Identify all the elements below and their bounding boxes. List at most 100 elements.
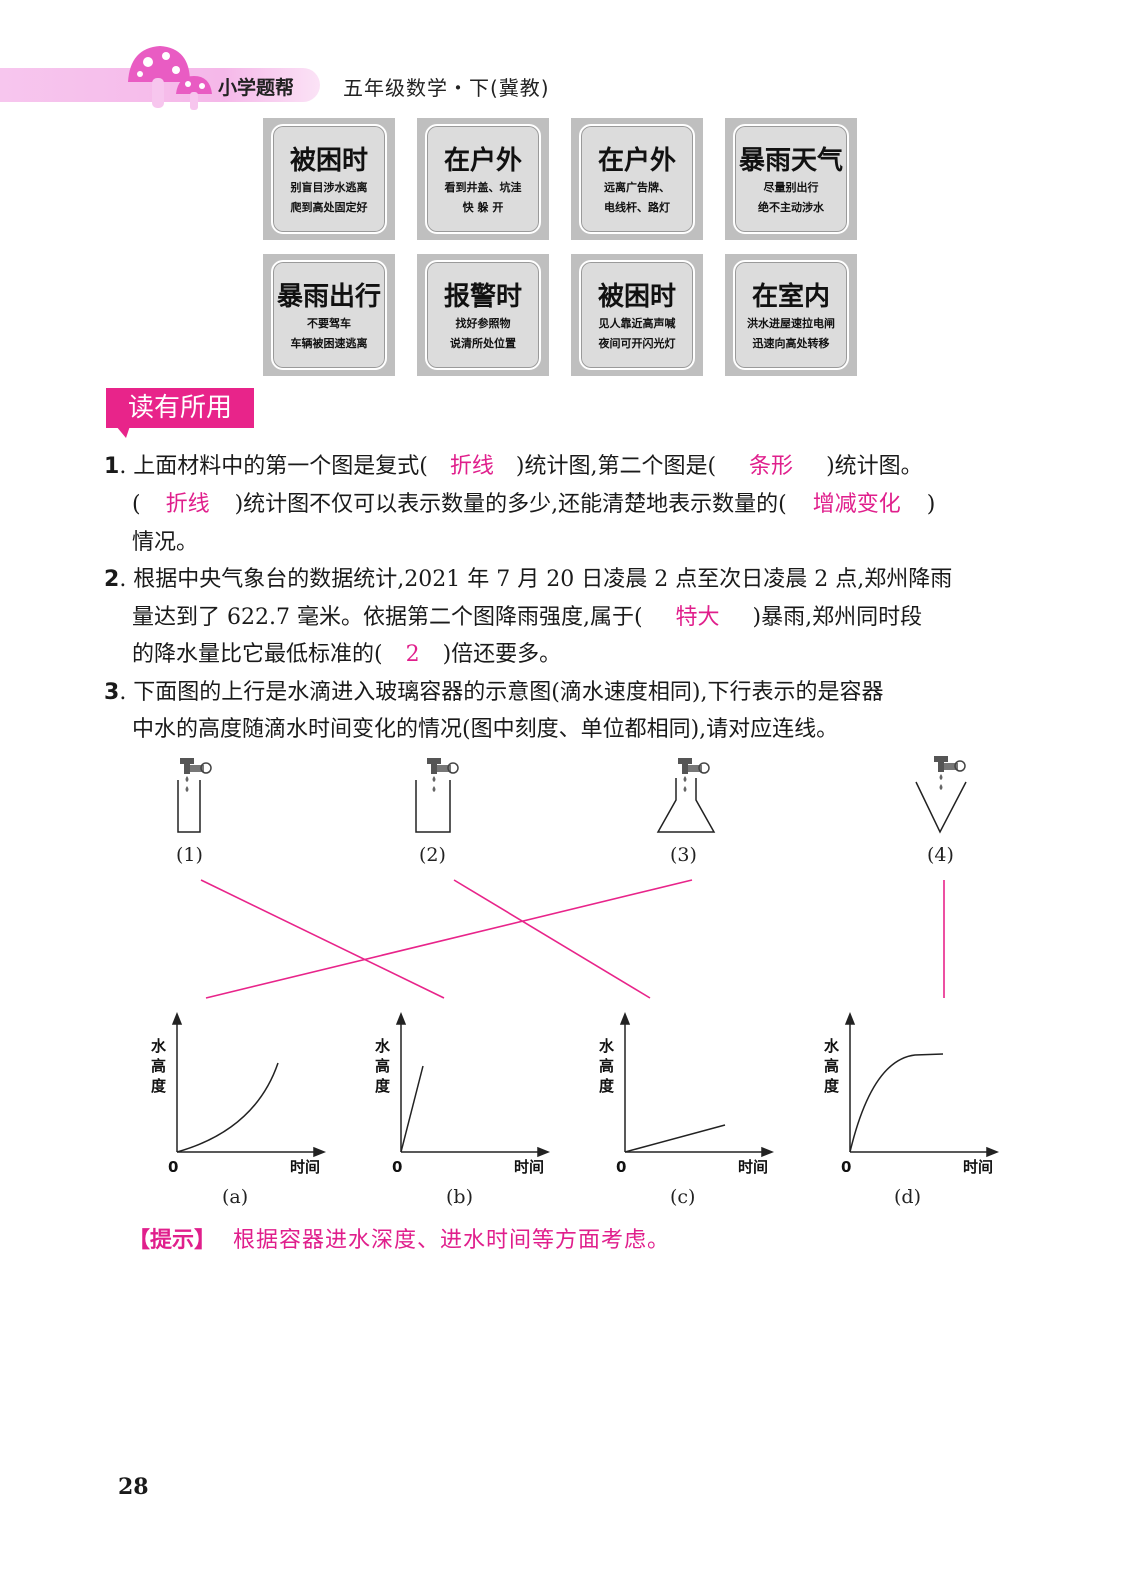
sign-card: 暴雨天气 尽量别出行 绝不主动涉水: [725, 118, 857, 240]
sign-text: 车辆被困速逃离: [290, 337, 368, 350]
sign-title: 暴雨天气: [738, 146, 843, 176]
sign-text: 迅速向高处转移: [752, 337, 830, 350]
origin-label: 0: [616, 1158, 626, 1176]
question-text: . 下面图的上行是水滴进入玻璃容器的示意图(滴水速度相同),下行表示的是容器: [119, 680, 884, 705]
x-label: 时间: [738, 1158, 768, 1176]
sign-title: 在室内: [751, 282, 830, 312]
question-text: 量达到了 622.7 毫米。依据第二个图降雨强度,属于(: [132, 605, 643, 630]
graph-a: [171, 1011, 327, 1158]
curve-d: [849, 1053, 944, 1153]
graph-label-d: (d): [894, 1186, 921, 1208]
sign-title: 暴雨出行: [276, 282, 381, 312]
matching-diagram: 水 高 度 0 时间 水 高 度 0 时间 水 高 度 0 时间 水 高 度 0…: [0, 740, 1129, 1220]
sign-card: 被困时 别盲目涉水逃离 爬到高处固定好: [263, 118, 395, 240]
sign-title: 在户外: [597, 146, 676, 176]
answer-blank[interactable]: 2: [405, 642, 420, 667]
answer-blank[interactable]: 条形: [749, 454, 794, 479]
graph-label-b: (b): [446, 1186, 473, 1208]
question-2-line-3: 的降水量比它最低标准的( 2 )倍还要多。: [132, 640, 561, 670]
question-text: 的降水量比它最低标准的(: [132, 642, 383, 667]
question-1-line-2: ( 折线 )统计图不仅可以表示数量的多少,还能清楚地表示数量的( 增减变化): [132, 490, 935, 520]
container-label-4: (4): [927, 844, 954, 866]
question-3-line-1: 3. 下面图的上行是水滴进入玻璃容器的示意图(滴水速度相同),下行表示的是容器: [104, 678, 883, 708]
y-label: 高: [375, 1057, 390, 1075]
match-line-1-b: [200, 879, 445, 999]
hint: 【提示】 根据容器进水深度、进水时间等方面考虑。: [128, 1222, 670, 1254]
question-text: (: [132, 492, 141, 517]
y-label: 高: [824, 1057, 839, 1075]
container-1-narrow-cylinder: [177, 757, 212, 833]
question-text: . 根据中央气象台的数据统计,2021 年 7 月 20 日凌晨 2 点至次日凌…: [119, 567, 953, 592]
x-label: 时间: [963, 1158, 993, 1176]
question-3-line-2: 中水的高度随滴水时间变化的情况(图中刻度、单位都相同),请对应连线。: [132, 717, 839, 742]
question-text: . 上面材料中的第一个图是复式(: [119, 454, 428, 479]
y-label: 水: [599, 1037, 615, 1055]
line-b: [400, 1065, 424, 1153]
graph-c: [619, 1011, 775, 1158]
origin-label: 0: [841, 1158, 851, 1176]
y-label: 度: [375, 1077, 391, 1095]
container-4-cone: [915, 755, 967, 834]
book-title: 五年级数学・下(冀教): [343, 76, 550, 100]
sign-card: 被困时 见人靠近高声喊 夜间可开闪光灯: [571, 254, 703, 376]
container-2-wide-cylinder: [415, 757, 459, 833]
section-tag: 读有所用: [106, 388, 254, 428]
sign-card: 暴雨出行 不要驾车 车辆被困速逃离: [263, 254, 395, 376]
question-1-line-3: 情况。: [132, 530, 199, 555]
question-text: )倍还要多。: [442, 642, 562, 667]
graph-b: [395, 1011, 551, 1158]
answer-blank[interactable]: 增减变化: [812, 492, 901, 517]
safety-sign-grid: 被困时 别盲目涉水逃离 爬到高处固定好 在户外 看到井盖、坑洼 快 躲 开 在户…: [263, 118, 863, 378]
match-line-3-a: [205, 879, 693, 999]
graph-label-c: (c): [670, 1186, 696, 1208]
answer-blank[interactable]: 特大: [675, 605, 720, 630]
answer-blank[interactable]: 折线: [449, 454, 494, 479]
question-text: )统计图不仅可以表示数量的多少,还能清楚地表示数量的(: [234, 492, 787, 517]
matching-diagram-svg: 水 高 度 0 时间 水 高 度 0 时间 水 高 度 0 时间 水 高 度 0…: [151, 755, 1000, 1176]
graph-d: [844, 1011, 1000, 1158]
match-line-2-c: [453, 879, 651, 999]
y-label: 高: [151, 1057, 166, 1075]
hint-key: 【提示】: [128, 1228, 217, 1253]
question-2-line-2: 量达到了 622.7 毫米。依据第二个图降雨强度,属于( 特大 )暴雨,郑州同时段: [132, 603, 922, 633]
container-label-1: (1): [176, 844, 203, 866]
sign-text: 电线杆、路灯: [604, 201, 670, 214]
sign-text: 洪水进屋速拉电闸: [747, 317, 835, 330]
sign-card: 报警时 找好参照物 说清所处位置: [417, 254, 549, 376]
sign-text: 看到井盖、坑洼: [444, 181, 522, 194]
sign-text: 夜间可开闪光灯: [598, 337, 676, 350]
sign-text: 说清所处位置: [450, 337, 516, 350]
question-text: )统计图,第二个图是(: [515, 454, 717, 479]
section-tag-tail: [116, 426, 130, 438]
sign-text: 远离广告牌、: [604, 181, 670, 194]
sign-text: 尽量别出行: [763, 181, 819, 194]
container-3-flask: [656, 757, 716, 833]
question-1-line-1: 1. 上面材料中的第一个图是复式( 折线 )统计图,第二个图是( 条形 )统计图。: [104, 452, 923, 482]
sign-text: 绝不主动涉水: [758, 201, 824, 214]
y-label: 高: [599, 1057, 614, 1075]
question-text: )暴雨,郑州同时段: [752, 605, 923, 630]
page-number: 28: [118, 1474, 149, 1500]
answer-blank[interactable]: 折线: [165, 492, 210, 517]
brand-name: 小学题帮: [218, 77, 295, 99]
y-label: 度: [151, 1077, 167, 1095]
question-text: )统计图。: [826, 454, 923, 479]
y-label: 水: [375, 1037, 391, 1055]
sign-title: 被困时: [597, 282, 676, 312]
sign-title: 被困时: [289, 146, 368, 176]
container-label-3: (3): [670, 844, 697, 866]
question-number: 2: [104, 567, 120, 592]
y-label: 水: [151, 1037, 167, 1055]
question-2-line-1: 2. 根据中央气象台的数据统计,2021 年 7 月 20 日凌晨 2 点至次日…: [104, 565, 952, 595]
y-label: 水: [824, 1037, 840, 1055]
sign-card: 在户外 看到井盖、坑洼 快 躲 开: [417, 118, 549, 240]
question-text: ): [926, 492, 936, 517]
hint-text: 根据容器进水深度、进水时间等方面考虑。: [233, 1228, 671, 1253]
x-label: 时间: [290, 1158, 320, 1176]
y-label: 度: [599, 1077, 615, 1095]
sign-text: 找好参照物: [455, 317, 511, 330]
sign-card: 在户外 远离广告牌、 电线杆、路灯: [571, 118, 703, 240]
graph-label-a: (a): [222, 1186, 249, 1208]
sign-title: 报警时: [443, 282, 522, 312]
question-number: 1: [104, 454, 120, 479]
